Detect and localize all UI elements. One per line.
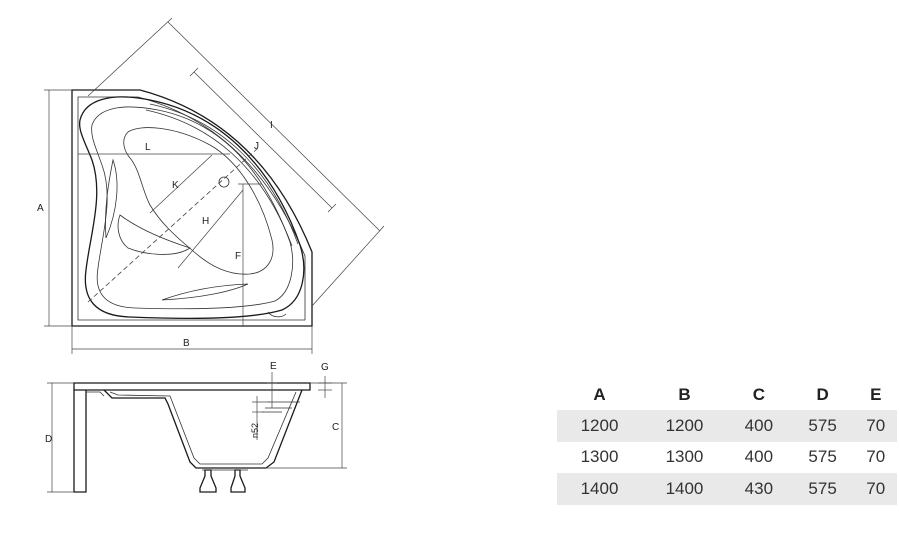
table-cell: 575 — [790, 473, 855, 505]
rim-edge-2 — [145, 109, 293, 247]
seat-shape — [123, 127, 274, 275]
lower-wave-rest — [117, 214, 191, 255]
centerline — [87, 147, 259, 303]
dim-i-tick-1 — [87, 17, 173, 97]
table-header-row: A B C D E — [557, 380, 897, 410]
table-cell: 1200 — [641, 410, 727, 442]
left-armrest — [105, 158, 118, 239]
label-i: I — [270, 120, 273, 131]
dim-j-tick-1 — [189, 67, 199, 77]
header-a: A — [593, 385, 606, 404]
label-c: C — [332, 422, 339, 433]
left-foot — [199, 469, 217, 493]
dim-j-tick-2 — [327, 203, 337, 213]
label-k: K — [172, 180, 179, 191]
side-shell — [103, 389, 303, 469]
label-b: B — [183, 338, 190, 349]
label-d: D — [45, 434, 52, 445]
side-apron — [73, 390, 87, 493]
table-cell: 400 — [726, 410, 791, 442]
side-shell-inner — [109, 391, 297, 465]
table-cell: 430 — [726, 473, 791, 505]
side-view: D C E G n52 — [45, 361, 347, 493]
table-cell: 70 — [854, 410, 897, 442]
basin-outer — [78, 96, 305, 319]
side-apron-lip — [86, 391, 105, 397]
table-cell: 70 — [854, 473, 897, 505]
dim-h-line — [177, 189, 244, 269]
label-l: L — [145, 142, 151, 153]
table-cell: 1300 — [557, 441, 642, 473]
dimensions-table: A B C D E 1200 1200 400 575 70 1300 1300… — [557, 380, 897, 505]
label-n52: n52 — [250, 423, 260, 438]
side-rim — [73, 382, 311, 391]
table-cell: 1400 — [641, 473, 727, 505]
label-e: E — [270, 361, 277, 372]
dim-j-line — [193, 71, 333, 209]
table-cell: 575 — [790, 410, 855, 442]
table-cell: 1300 — [641, 441, 727, 473]
table-row: 1400 1400 430 575 70 — [557, 473, 897, 505]
label-g: G — [321, 362, 329, 373]
table-cell: 1200 — [557, 410, 642, 442]
label-h: H — [202, 216, 209, 227]
dim-k-line — [149, 154, 213, 214]
label-a: A — [37, 203, 44, 214]
corner-detail — [267, 311, 287, 318]
table-cell: 1400 — [557, 473, 642, 505]
header-e: E — [870, 385, 882, 404]
header-c: C — [752, 385, 765, 404]
dim-i-line — [167, 21, 381, 232]
label-f: F — [235, 251, 241, 262]
table-cell: 400 — [726, 441, 791, 473]
header-b: B — [678, 385, 691, 404]
table-cell: 575 — [790, 441, 855, 473]
plan-view: A B I J L K H F — [37, 17, 385, 354]
table-row: 1300 1300 400 575 70 — [557, 441, 897, 473]
table-cell: 70 — [854, 441, 897, 473]
bottom-fin — [161, 283, 249, 301]
rim-edge-1 — [149, 103, 299, 245]
dim-i-tick-2 — [311, 225, 385, 307]
label-j: J — [254, 141, 259, 152]
right-foot — [230, 469, 246, 493]
table-row: 1200 1200 400 575 70 — [557, 410, 897, 442]
header-d: D — [816, 385, 829, 404]
drain-circle — [218, 176, 230, 188]
